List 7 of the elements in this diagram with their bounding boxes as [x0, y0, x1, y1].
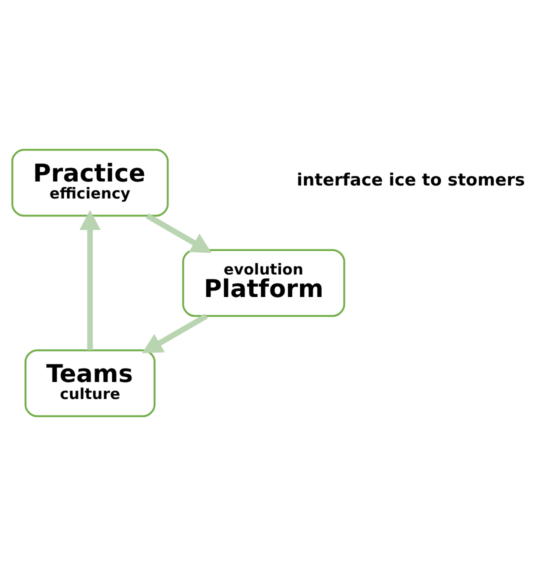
- node-box: Teams culture: [24, 348, 156, 417]
- node-box: Practice efficiency: [11, 148, 169, 216]
- arrow: [142, 313, 208, 353]
- arrow: [146, 212, 212, 252]
- node-box: evolution Platform: [182, 248, 346, 316]
- label: interface ice to stomers: [296, 168, 526, 189]
- arrow: [79, 209, 101, 350]
